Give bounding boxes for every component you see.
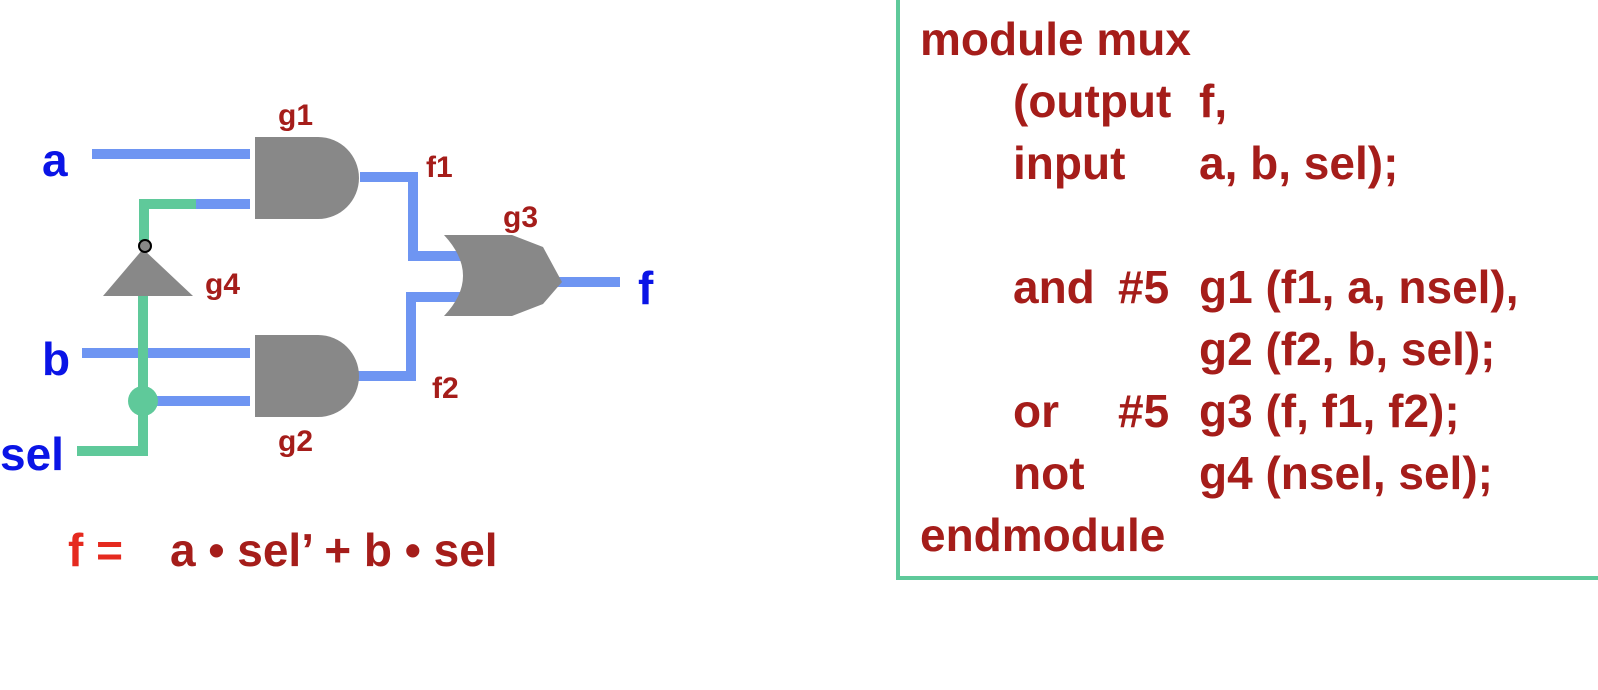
verilog-code-panel: module mux (output f, input a, b, sel); … — [896, 0, 1598, 580]
code-line-not: not g4 (nsel, sel); — [920, 442, 1598, 504]
output-label-f: f — [638, 262, 654, 314]
input-label-b: b — [42, 333, 70, 385]
net-label-f1: f1 — [426, 151, 453, 184]
code-line-blank — [920, 194, 1598, 256]
control-wires — [77, 199, 196, 456]
input-label-a: a — [42, 134, 68, 186]
gate-label-g3: g3 — [503, 201, 538, 234]
code-keyword: input — [1013, 137, 1126, 189]
code-args: f, — [1199, 75, 1228, 127]
wire-nsel — [139, 199, 196, 241]
gate-label-g1: g1 — [278, 99, 313, 132]
code-endmodule: endmodule — [920, 509, 1166, 561]
code-line-endmodule: endmodule — [920, 504, 1598, 566]
code-keyword: not — [1013, 447, 1085, 499]
code-delay: #5 — [1118, 261, 1170, 313]
code-line-and: and #5 g1 (f1, a, nsel), — [920, 256, 1598, 318]
and-gate-g1 — [255, 137, 359, 219]
and-gate-g2 — [255, 335, 359, 417]
code-args: g4 (nsel, sel); — [1199, 447, 1493, 499]
code-delay: #5 — [1118, 385, 1170, 437]
code-line-and-cont: g2 (f2, b, sel); — [920, 318, 1598, 380]
code-line-input: input a, b, sel); — [920, 132, 1598, 194]
gate-label-g2: g2 — [278, 425, 313, 458]
wire-f2 — [356, 292, 472, 381]
not-gate-bubble — [138, 239, 152, 253]
not-gate-g4 — [103, 249, 193, 296]
mux-circuit-diagram: a b sel f g1 g2 g3 g4 f1 f2 f = a • sel’… — [0, 99, 654, 576]
code-args: g3 (f, f1, f2); — [1199, 385, 1460, 437]
net-label-f2: f2 — [432, 372, 459, 405]
code-args: g2 (f2, b, sel); — [1199, 323, 1496, 375]
code-line-or: or #5 g3 (f, f1, f2); — [920, 380, 1598, 442]
signal-wires — [82, 149, 620, 406]
code-module-decl: module mux — [920, 13, 1191, 65]
wire-f1 — [360, 172, 472, 261]
equation-rhs: a • sel’ + b • sel — [170, 524, 498, 576]
code-args: g1 (f1, a, nsel), — [1199, 261, 1519, 313]
code-keyword: and — [1013, 261, 1095, 313]
code-line-module: module mux — [920, 8, 1598, 70]
equation-lhs: f = — [68, 524, 123, 576]
junction-dot — [128, 386, 158, 416]
wire-sel — [77, 290, 148, 456]
code-args: a, b, sel); — [1199, 137, 1399, 189]
code-keyword: or — [1013, 385, 1059, 437]
input-label-sel: sel — [0, 428, 64, 480]
gate-label-g4: g4 — [205, 268, 240, 301]
or-gate-g3 — [444, 235, 562, 316]
code-line-output: (output f, — [920, 70, 1598, 132]
code-keyword: (output — [1013, 75, 1172, 127]
